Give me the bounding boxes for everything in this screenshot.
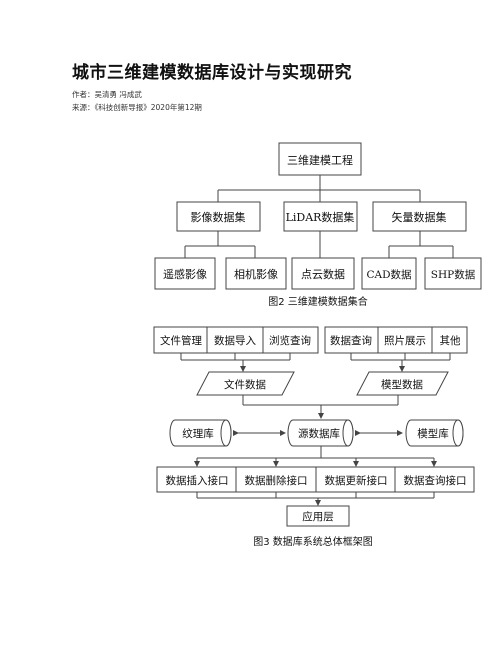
fig2-leaf-remote-sensing	[154, 257, 216, 290]
fig2-node-lidar	[283, 201, 358, 232]
fig3-texture-db: 纹理库	[169, 419, 232, 447]
fig3-source-db-label: 源数据库	[298, 427, 340, 440]
article-source: 来源：《科技创新导报》2020年第12期	[72, 103, 202, 112]
figure-3-framework: 文件管理 数据导入 浏览查询 数据查询 照片展示 其他 文件数据 模型数据	[153, 326, 475, 548]
fig2-leaf-remote-sensing-label: 遥感影像	[163, 268, 207, 281]
fig2-leaf-shp	[424, 257, 482, 290]
fig3-query-interface: 数据查询接口	[404, 474, 467, 487]
fig3-texture-db-label: 纹理库	[182, 427, 214, 440]
fig3-source-db: 源数据库	[287, 419, 354, 447]
fig3-group-right	[324, 326, 468, 354]
fig2-leaf-point-cloud	[291, 257, 355, 290]
fig3-browse-query: 浏览查询	[269, 334, 311, 347]
fig3-model-data-label: 模型数据	[381, 378, 423, 391]
fig3-file-data-shape	[196, 371, 295, 396]
fig3-insert-interface: 数据插入接口	[166, 474, 229, 487]
fig2-leaf-cad	[361, 257, 417, 290]
fig2-leaf-shp-label: SHP数据	[431, 268, 476, 281]
fig2-leaf-camera	[225, 257, 287, 290]
figure-2-tree: 三维建模工程 影像数据集 LiDAR数据集 矢量数据集 遥感影像 相机影像 点云…	[154, 142, 482, 308]
fig2-leaf-camera-label: 相机影像	[234, 267, 278, 281]
fig2-node-imagery	[176, 201, 261, 232]
fig3-group-left	[153, 326, 319, 354]
fig2-node-lidar-label: LiDAR数据集	[286, 210, 355, 224]
fig2-root-box	[278, 142, 362, 176]
fig2-leaf-cad-label: CAD数据	[366, 268, 412, 281]
fig3-model-db: 模型库	[405, 419, 464, 447]
fig3-photo-display: 照片展示	[384, 334, 426, 347]
fig2-node-vector	[372, 201, 467, 232]
fig3-update-interface: 数据更新接口	[325, 474, 388, 487]
fig2-node-imagery-label: 影像数据集	[191, 210, 246, 224]
fig3-app-layer-label: 应用层	[302, 510, 334, 523]
fig3-caption: 图3 数据库系统总体框架图	[253, 535, 373, 548]
article-title: 城市三维建模数据库设计与实现研究	[72, 63, 352, 83]
fig3-model-db-label: 模型库	[417, 427, 449, 440]
fig3-data-query: 数据查询	[330, 334, 372, 347]
fig2-leaf-point-cloud-label: 点云数据	[301, 267, 345, 281]
fig3-file-data-label: 文件数据	[224, 378, 266, 391]
fig3-model-data-shape	[356, 371, 449, 396]
fig2-node-vector-label: 矢量数据集	[392, 210, 447, 224]
article-authors: 作者：吴清勇 冯成武	[72, 90, 142, 99]
fig3-file-manage: 文件管理	[160, 334, 202, 347]
fig2-caption: 图2 三维建模数据集合	[268, 295, 368, 308]
fig3-other: 其他	[440, 334, 461, 347]
fig3-delete-interface: 数据删除接口	[245, 474, 308, 487]
fig3-app-layer-box	[286, 505, 350, 527]
fig2-root-label: 三维建模工程	[287, 153, 353, 167]
fig3-data-import: 数据导入	[214, 334, 256, 347]
